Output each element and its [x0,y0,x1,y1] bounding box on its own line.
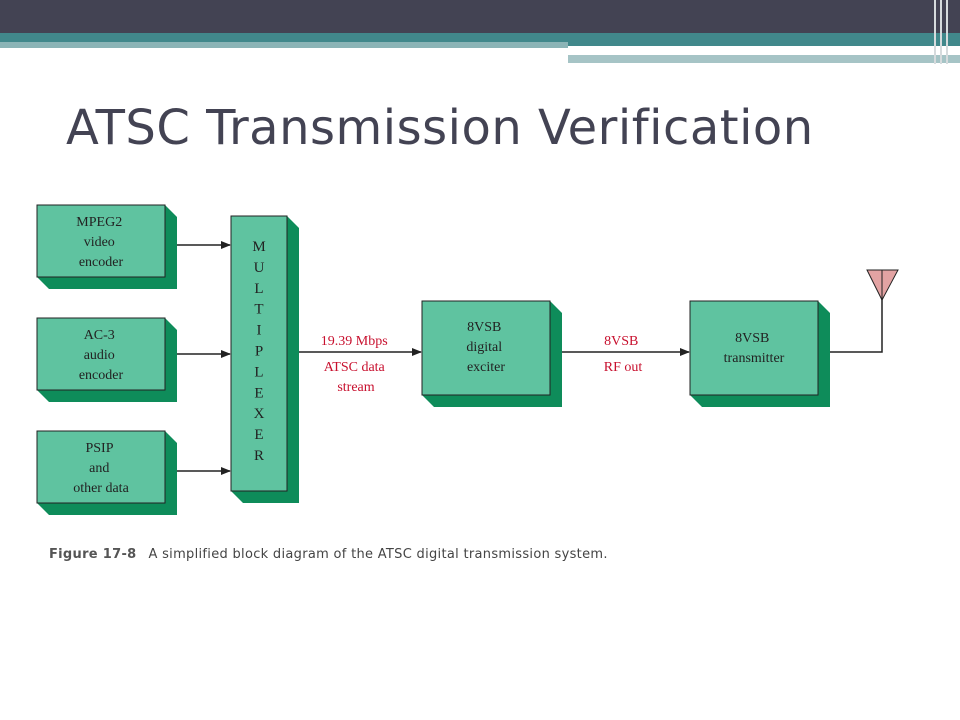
8vsb-transmitter-block: 8VSB transmitter [689,300,830,407]
block-label: encoder [79,368,124,383]
ac3-audio-encoder-block: AC-3 audio encoder [36,317,177,402]
slide-title: ATSC Transmission Verification [66,100,814,156]
multiplexer-letter: I [257,323,262,339]
mpeg2-video-encoder-block: MPEG2 video encoder [36,204,177,289]
block-label: exciter [467,360,505,375]
block-label: video [84,235,115,250]
block-label: AC-3 [84,328,115,343]
corner-stripe [946,0,948,64]
rf-label-line: 8VSB [604,334,638,349]
block-label: PSIP [85,441,113,456]
block-label: encoder [79,255,124,270]
psip-data-block: PSIP and other data [36,430,177,515]
stream-name-label: ATSC data [324,360,386,375]
multiplexer-letter: X [254,406,265,422]
block-label: 8VSB [467,320,501,335]
stream-rate-label: 19.39 Mbps [321,334,388,349]
corner-stripe [940,0,942,64]
block-label: 8VSB [735,331,769,346]
multiplexer-letter: L [254,364,263,380]
figure-number: Figure 17-8 [49,547,137,562]
header-accent-stripe [0,33,960,42]
rf-label-line: RF out [604,360,643,375]
svg-text:MPEG2 video encode: MPEG2 video encoder [76,215,125,270]
caption-text: A simplified block diagram of the ATSC d… [148,547,608,562]
svg-text:AC-3 audio encoder: AC-3 audio encoder [79,328,124,383]
corner-stripe [934,0,936,64]
antenna-feed-line [830,290,883,353]
multiplexer-letter: U [254,260,265,276]
header-accent-stripe [568,55,960,63]
multiplexer-letter: E [254,427,263,443]
svg-text:PSIP and other dat: PSIP and other data [73,441,129,496]
stream-name-label: stream [337,380,374,395]
multiplexer-letter: M [252,239,265,255]
block-label: audio [84,348,115,363]
block-label: transmitter [724,351,785,366]
header-band [0,0,960,33]
header-accent-stripe [0,42,568,48]
stream-label: 19.39 Mbps ATSC data stream [321,334,391,395]
rf-label: 8VSB RF out [604,334,643,375]
header-accent-line [568,50,888,52]
header-accent-stripe [568,42,960,46]
multiplexer-letter: P [255,344,263,360]
multiplexer-letter: T [254,302,263,318]
multiplexer-letter: R [254,448,264,464]
multiplexer-letter: L [254,281,263,297]
svg-text:8VSB digital excit: 8VSB digital exciter [466,320,505,375]
block-label: digital [466,340,502,355]
block-label: and [89,461,109,476]
multiplexer-letter: E [254,385,263,401]
block-label: other data [73,481,129,496]
svg-text:8VSB transmitter: 8VSB transmitter [724,331,785,366]
8vsb-exciter-block: 8VSB digital exciter [421,300,562,407]
block-label: MPEG2 [76,215,122,230]
antenna-icon [866,269,899,302]
figure-caption: Figure 17-8 A simplified block diagram of… [49,547,608,562]
